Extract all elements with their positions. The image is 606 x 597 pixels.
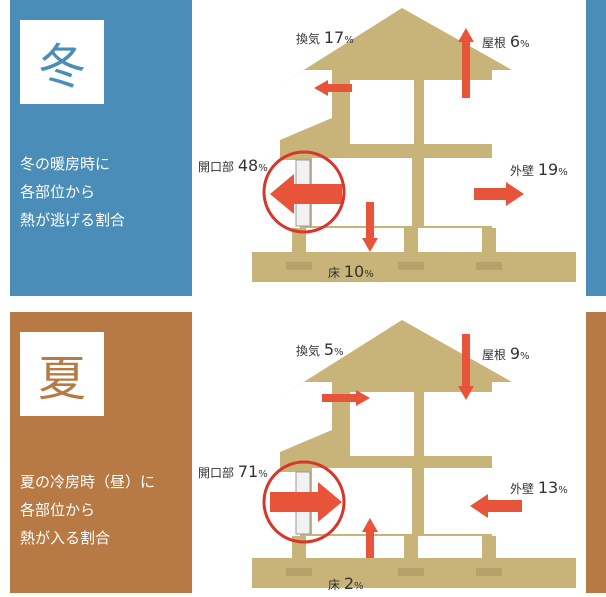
floor-arrow [362, 202, 378, 252]
foundation-post [404, 228, 418, 264]
foundation-base [286, 262, 312, 270]
room [424, 80, 494, 144]
summer-floor-label: 床 2% [328, 574, 364, 593]
summer-caption-line-2: 各部位から [20, 501, 96, 519]
foundation-base [476, 262, 502, 270]
winter-caption-line-3: 熱が逃げる割合 [20, 211, 126, 229]
summer-opening-label: 開口部 71% [198, 462, 268, 481]
room [350, 80, 414, 144]
summer-caption-line-1: 夏の冷房時（昼）に [20, 473, 156, 491]
winter-panel: 冬 冬の暖房時に 各部位から 熱が逃げる割合 [10, 0, 606, 296]
foundation-post [404, 536, 418, 570]
winter-house-diagram: 換気 17% 屋根 6% 開口部 48% 外壁 19% 床 10% [192, 0, 586, 296]
winter-house-illustration [252, 8, 576, 282]
winter-caption-line-1: 冬の暖房時に [20, 155, 111, 173]
winter-caption: 冬の暖房時に 各部位から 熱が逃げる割合 [20, 150, 125, 234]
floor-arrow [362, 518, 378, 558]
winter-wall-label: 外壁 19% [510, 160, 568, 179]
foundation-post [482, 228, 496, 264]
summer-caption: 夏の冷房時（昼）に 各部位から 熱が入る割合 [20, 468, 155, 552]
foundation-base [398, 262, 424, 270]
heat-arrows [270, 334, 522, 558]
summer-side-panel: 夏 夏の冷房時（昼）に 各部位から 熱が入る割合 [10, 312, 192, 593]
foundation-post [292, 228, 306, 264]
summer-kanji: 夏 [20, 332, 104, 416]
roof-arrow [458, 334, 474, 400]
heat-arrows [270, 28, 524, 252]
winter-right-strip [586, 0, 606, 296]
winter-floor-label: 床 10% [328, 262, 374, 281]
opening-arrow [270, 482, 342, 522]
roof-arrow [458, 28, 474, 98]
winter-kanji: 冬 [20, 20, 104, 104]
opening-highlight-circle [262, 150, 346, 234]
foundation-post [292, 536, 306, 570]
winter-caption-line-2: 各部位から [20, 183, 96, 201]
summer-roof-label: 屋根 9% [482, 344, 530, 363]
summer-caption-line-3: 熱が入る割合 [20, 529, 111, 547]
foundation-base [286, 568, 312, 576]
winter-ventilation-label: 換気 17% [296, 28, 354, 47]
room [424, 392, 494, 456]
summer-right-strip [586, 312, 606, 593]
opening-arrow [270, 174, 342, 214]
summer-house-illustration [252, 320, 576, 588]
wall-arrow [470, 494, 522, 518]
foundation-base [398, 568, 424, 576]
ventilation-arrow [322, 390, 370, 406]
wall-arrow [474, 182, 524, 206]
summer-panel: 夏 夏の冷房時（昼）に 各部位から 熱が入る割合 [0, 312, 606, 593]
winter-roof-label: 屋根 6% [482, 32, 530, 51]
winter-side-panel: 冬 冬の暖房時に 各部位から 熱が逃げる割合 [10, 0, 192, 296]
ventilation-arrow [314, 80, 352, 96]
foundation-base [476, 568, 502, 576]
winter-opening-label: 開口部 48% [198, 156, 268, 175]
summer-house-diagram: 換気 5% 屋根 9% 開口部 71% 外壁 13% 床 2% [192, 312, 586, 593]
foundation-post [482, 536, 496, 570]
summer-ventilation-label: 換気 5% [296, 340, 344, 359]
summer-wall-label: 外壁 13% [510, 478, 568, 497]
opening-highlight-circle [262, 460, 346, 544]
